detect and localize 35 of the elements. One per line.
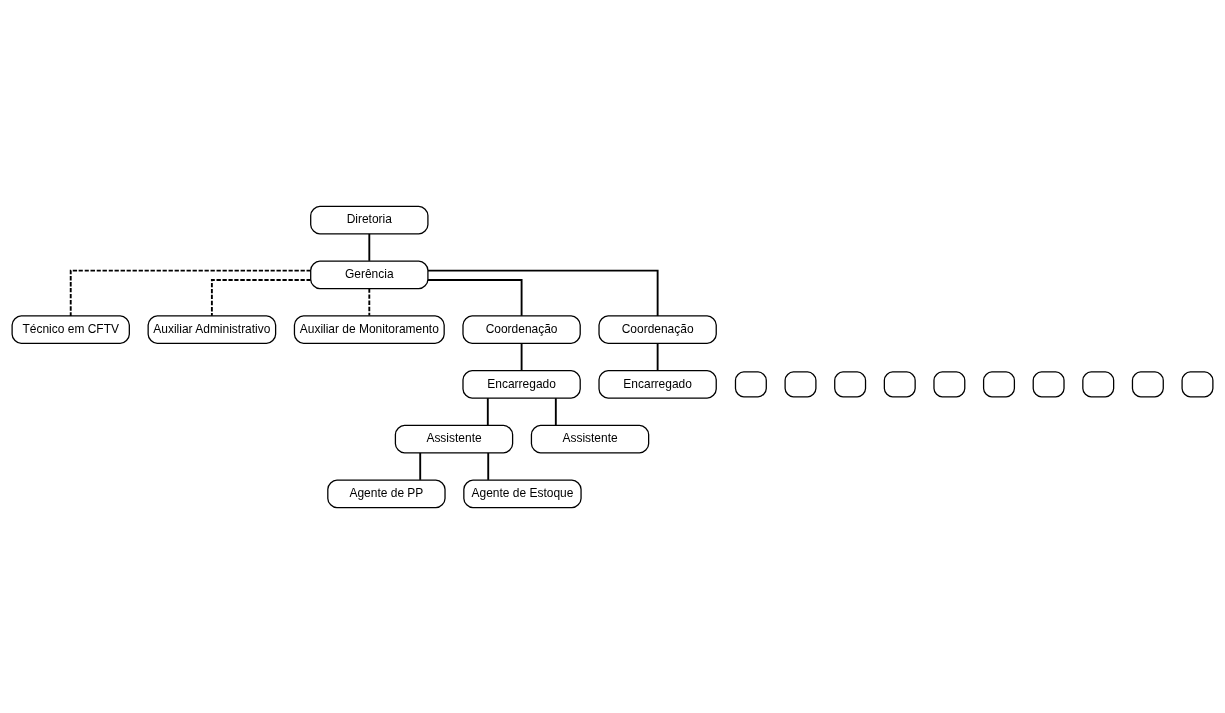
node-box: Encarregado [462,369,581,399]
connector [368,287,371,317]
node-box [1131,370,1164,397]
connector [210,278,312,317]
node-box: Diretoria [310,205,429,234]
connector [69,269,312,317]
node-box [734,370,767,397]
node-box: Assistente [530,424,650,453]
node-box: Auxiliar de Monitoramento [293,314,445,344]
node-box: Agente de Estoque [463,479,582,508]
connector [486,396,489,426]
connector [419,451,422,481]
node-box: Auxiliar Administrativo [147,314,277,344]
connector [554,396,557,426]
node-box: Técnico em CFTV [11,314,130,344]
node-box: Coordenação [462,314,581,344]
node-box [1032,370,1065,397]
node-box: Coordenação [598,314,717,344]
connector [520,342,523,371]
connector [427,278,523,317]
node-box [1082,370,1115,397]
node-box [883,370,916,397]
node-box [784,370,817,397]
connector [656,342,659,371]
node-box: Agente de PP [327,479,446,508]
node-box [1181,370,1214,397]
node-box: Gerência [310,260,429,289]
connector [487,451,490,481]
node-box: Assistente [394,424,514,453]
node-box: Encarregado [598,369,717,399]
connector [368,232,371,262]
connector [427,269,659,317]
node-box [933,370,966,397]
node-box [834,370,867,397]
node-box [982,370,1016,397]
